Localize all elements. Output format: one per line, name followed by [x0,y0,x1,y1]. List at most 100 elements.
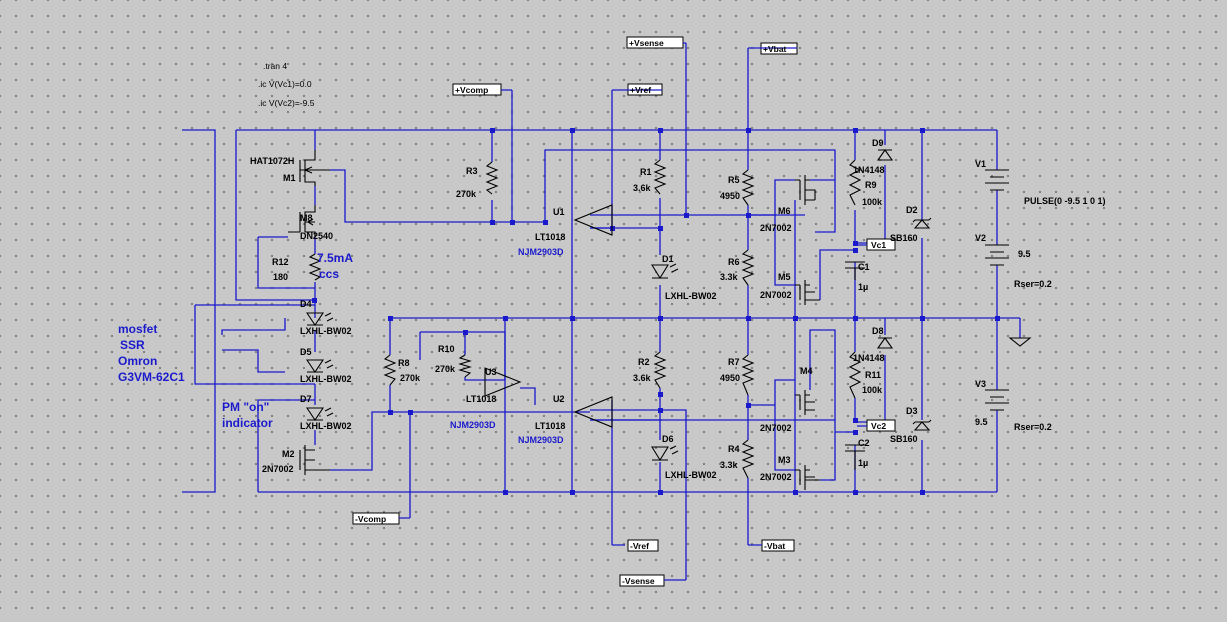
d9-value: 1N4148 [853,165,885,175]
note-ssr-1: mosfet [118,322,157,336]
d5-value: LXHL-BW02 [300,374,352,384]
r8-label: R8 [398,358,410,368]
m4-label: M4 [800,366,813,376]
m3-value: 2N7002 [760,472,792,482]
m1-label: M1 [283,173,296,183]
r5-value: 4950 [720,191,740,201]
r4-value: 3.3k [720,460,739,470]
v2-rser: Rser=0.2 [1014,279,1052,289]
r9-value: 100k [862,197,883,207]
m6-label: M6 [778,206,791,216]
r9-label: R9 [865,180,877,190]
u3-label: U3 [485,367,497,377]
d2-label: D2 [906,205,918,215]
r2-value: 3.6k [633,373,652,383]
note-ssr-2: SSR [120,338,145,352]
m1-value: HAT1072H [250,156,294,166]
v2-value: 9.5 [1018,249,1031,259]
u2-label: U2 [553,394,565,404]
note-pm-2: indicator [222,416,273,430]
m8-label: M8 [300,213,313,223]
vc1-label: Vc1 [871,240,886,250]
d1-value: LXHL-BW02 [665,291,717,301]
d4-value: LXHL-BW02 [300,326,352,336]
u1-model: LT1018 [535,232,565,242]
r11-label: R11 [865,370,881,380]
r4-label: R4 [728,444,740,454]
d9-label: D9 [872,138,884,148]
m2-value: 2N7002 [262,464,294,474]
ic2-directive: .ic V(Vc2)=-9.5 [258,98,315,108]
u3-model: LT1018 [466,394,496,404]
r12-value: 180 [273,272,288,282]
u1-label: U1 [553,207,565,217]
d6-value: LXHL-BW02 [665,470,717,480]
m8-value: DN2540 [300,231,333,241]
vc2-label: Vc2 [871,421,886,431]
notes: 7.5mA ccs mosfet SSR Omron G3VM-62C1 PM … [118,251,353,430]
r1-value: 3.6k [633,183,652,193]
r6-value: 3.3k [720,272,739,282]
m2-label: M2 [282,449,295,459]
d4-label: D4 [300,299,312,309]
r7-label: R7 [728,357,740,367]
r10-label: R10 [438,344,455,354]
u3-part: NJM2903D [450,420,496,430]
r7-value: 4950 [720,373,740,383]
net-flags [352,36,896,587]
r2-label: R2 [638,357,650,367]
d6-label: D6 [662,434,674,444]
r3-label: R3 [466,166,478,176]
r11-value: 100k [862,385,883,395]
note-ssr-4: G3VM-62C1 [118,370,185,384]
d7-value: LXHL-BW02 [300,421,352,431]
note-ccs-value: 7.5mA [317,251,353,265]
flag-labels: +Vsense +Vbat +Vcomp +Vref Vc1 Vc2 -Vcom… [355,38,886,586]
wires [182,43,1021,580]
u1-part: NJM2903D [518,247,564,257]
r8-value: 270k [400,373,421,383]
m3-label: M3 [778,455,791,465]
junctions [312,128,1000,495]
tran-directive: .tran 4 [263,61,287,71]
vbat-n-label: -Vbat [764,541,785,551]
c2-value: 1µ [858,458,868,468]
u2-model: LT1018 [535,421,565,431]
r6-label: R6 [728,257,740,267]
m4-value: 2N7002 [760,423,792,433]
r5-label: R5 [728,175,740,185]
note-pm-1: PM "on" [222,400,269,414]
ic1-directive: .ic V(Vc1)=0.0 [258,79,312,89]
v3-label: V3 [975,379,986,389]
c1-label: C1 [858,262,870,272]
v1-value: PULSE(0 -9.5 1 0 1) [1024,196,1106,206]
components [288,149,1032,490]
vbat-p-label: +Vbat [763,44,787,54]
vsense-p-label: +Vsense [629,38,664,48]
m6-value: 2N7002 [760,223,792,233]
part-labels: HAT1072H M1 M8 DN2540 R12 180 D4 LXHL-BW… [250,138,1106,482]
v3-value: 9.5 [975,417,988,427]
d7-label: D7 [300,394,312,404]
m5-value: 2N7002 [760,290,792,300]
r3-value: 270k [456,189,477,199]
d5-label: D5 [300,347,312,357]
m5-label: M5 [778,272,791,282]
v3-rser: Rser=0.2 [1014,422,1052,432]
r1-label: R1 [640,167,652,177]
r12-label: R12 [272,257,289,267]
c1-value: 1µ [858,282,868,292]
v2-label: V2 [975,233,986,243]
vcomp-p-label: +Vcomp [455,85,488,95]
d1-label: D1 [662,254,674,264]
vsense-n-label: -Vsense [622,576,655,586]
u2-part: NJM2903D [518,435,564,445]
vref-p-label: +Vref [630,85,651,95]
c2-label: C2 [858,438,870,448]
vref-n-label: -Vref [630,541,649,551]
d3-value: SB160 [890,434,918,444]
d8-value: 1N4148 [853,353,885,363]
